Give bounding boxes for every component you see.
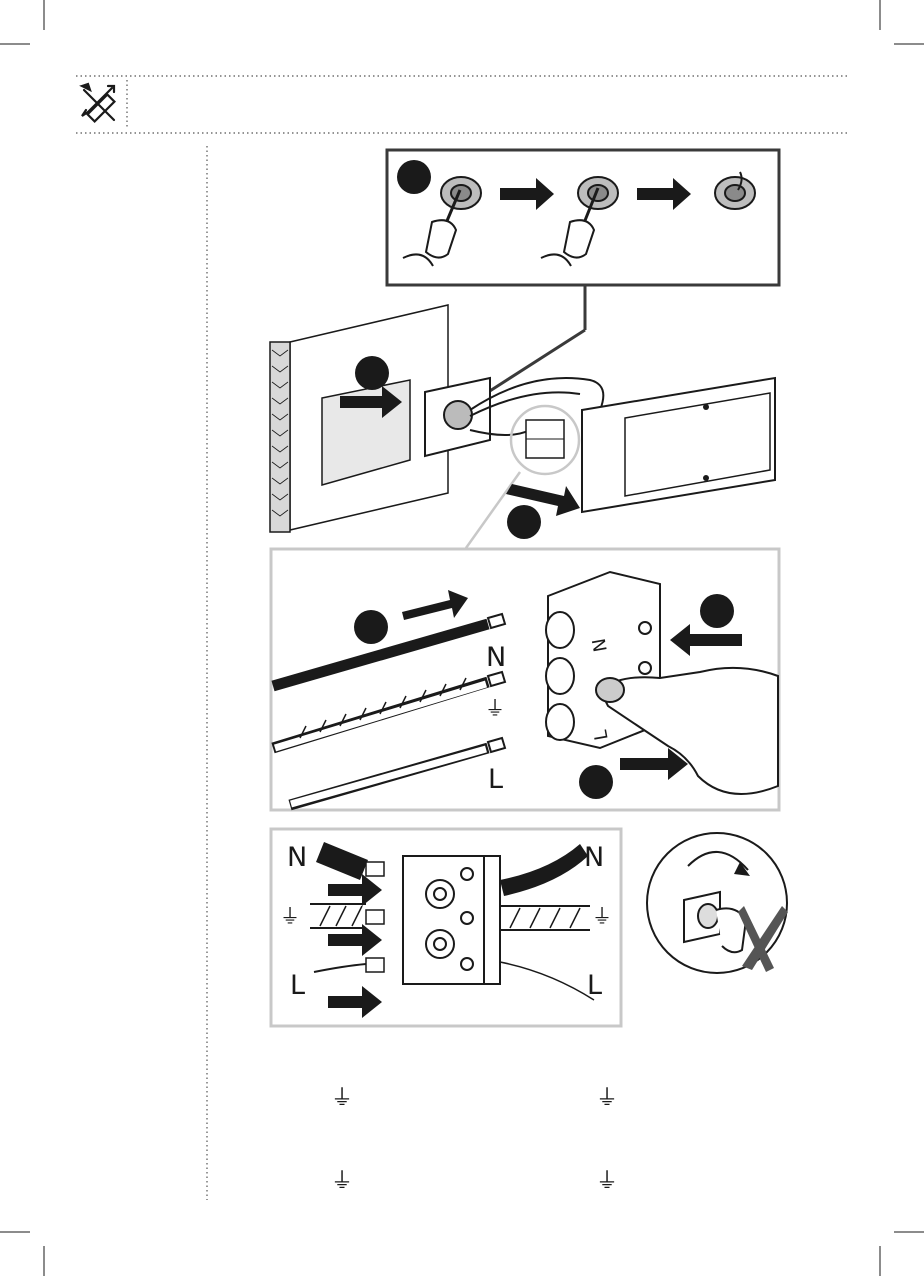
earth-symbol-icon: ⏚ [331,1171,353,1193]
earth-symbol-icon: ⏚ [596,1171,618,1193]
earth-symbol-icon: ⏚ [596,1088,618,1110]
earth-symbol-icon: ⏚ [331,1088,353,1110]
